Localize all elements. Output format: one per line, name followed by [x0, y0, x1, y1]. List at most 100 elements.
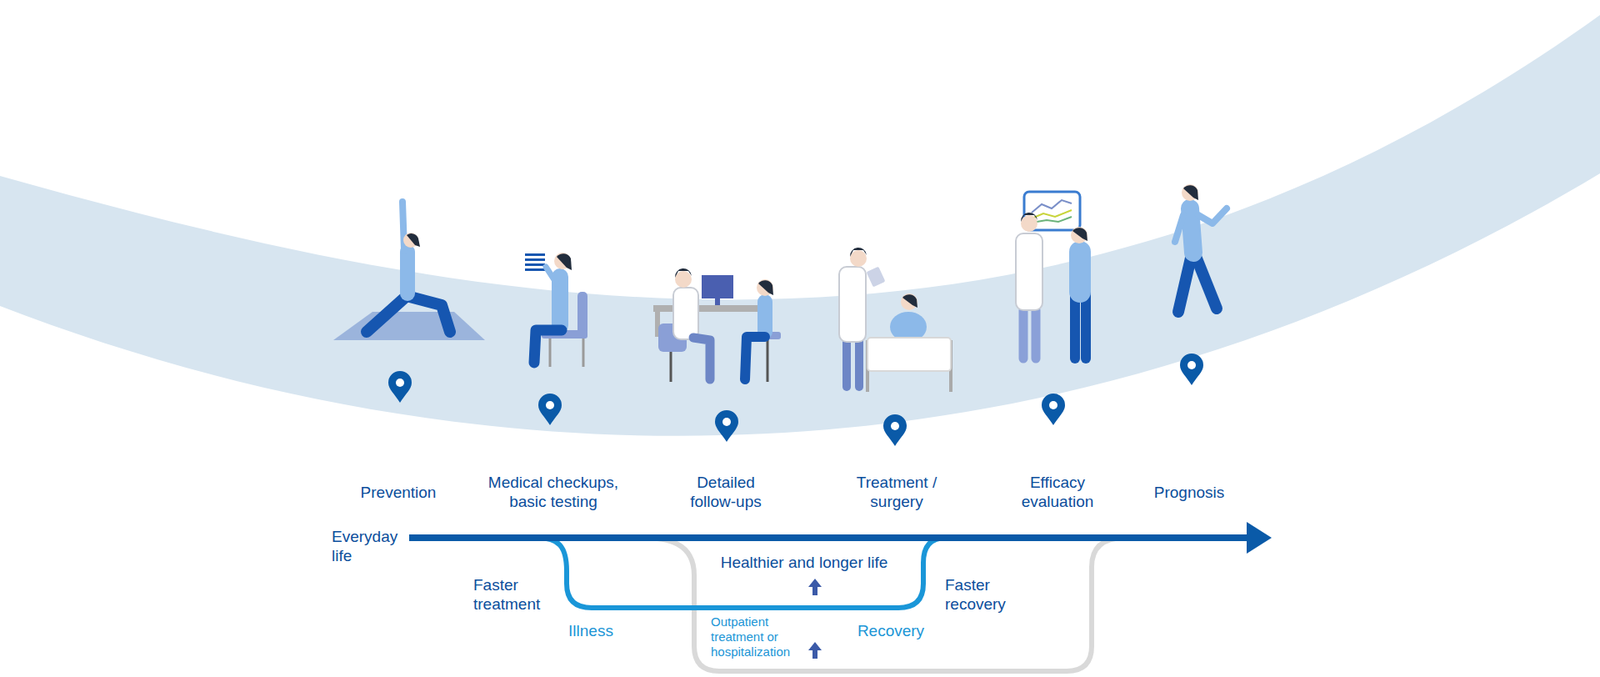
pin-dot — [395, 378, 405, 387]
map-pin — [1041, 393, 1065, 425]
pin-dot — [1187, 360, 1196, 370]
pin-shape — [538, 393, 562, 425]
back-leg — [366, 295, 407, 332]
stage-label: Prognosis — [1126, 483, 1252, 503]
legs — [745, 336, 765, 380]
stage-label: Prevention — [335, 483, 461, 503]
conventional-path — [641, 537, 1125, 671]
doctor-coat — [1015, 233, 1043, 310]
stage-label: Efficacy evaluation — [1011, 473, 1104, 512]
hair — [758, 280, 774, 295]
head — [554, 252, 571, 270]
chart-line — [1031, 210, 1072, 219]
chart-line — [1031, 200, 1072, 213]
arm — [1175, 215, 1184, 242]
bed — [867, 337, 951, 371]
phase-label: Recovery — [845, 621, 937, 641]
pin-dot — [890, 421, 900, 430]
list-icon — [525, 268, 545, 271]
clipboard — [866, 266, 886, 288]
life-arrow-head — [1246, 521, 1272, 554]
benefit-label: Faster recovery — [945, 575, 1029, 615]
list-icon — [525, 253, 545, 256]
arm — [1198, 208, 1227, 224]
monitor-stand — [715, 298, 720, 305]
checkup-figure — [525, 252, 588, 367]
hair — [850, 247, 867, 257]
arm — [545, 266, 557, 284]
doctor-coat — [839, 266, 866, 342]
chair-back — [577, 291, 588, 335]
map-pin — [715, 410, 739, 442]
pin-dot — [1049, 400, 1058, 410]
hair — [1020, 212, 1038, 222]
chair-leg — [582, 338, 585, 367]
head — [675, 270, 692, 288]
faster-path — [537, 537, 946, 608]
doctor-leg — [1031, 310, 1041, 359]
torso — [400, 251, 415, 294]
torso — [757, 301, 773, 332]
head — [1070, 226, 1088, 244]
pin-shape — [883, 414, 907, 446]
hair — [1072, 227, 1088, 241]
phase-label: Outpatient treatment or hospitalization — [710, 614, 805, 660]
map-pin — [538, 393, 562, 425]
head — [850, 250, 867, 267]
map-pin — [883, 414, 907, 446]
stage-label: Medical checkups, basic testing — [480, 473, 627, 512]
doctor-legs — [693, 337, 710, 380]
hair — [406, 233, 420, 247]
stage-label: Detailed follow-ups — [680, 473, 772, 512]
doctor-leg — [855, 337, 864, 387]
consultation-figure — [653, 268, 781, 382]
head — [1020, 215, 1038, 232]
phase-label: Illness — [549, 621, 633, 641]
hair — [902, 294, 918, 308]
stage-label: Treatment / surgery — [846, 473, 947, 512]
treatment-figure — [839, 247, 951, 392]
leg — [1070, 293, 1080, 359]
yoga-mat — [333, 311, 485, 340]
pin-shape — [388, 370, 412, 403]
journey-band — [0, 15, 1600, 436]
leg — [1178, 254, 1192, 312]
yoga-figure — [333, 201, 485, 340]
head — [900, 293, 918, 310]
chair-leg — [670, 351, 673, 382]
chart-line — [1031, 216, 1072, 223]
benefit-label: Faster treatment — [473, 575, 557, 615]
up-arrow — [808, 578, 822, 595]
doctor-leg — [1019, 310, 1029, 359]
legs — [534, 330, 562, 363]
map-pin — [1180, 353, 1204, 385]
evaluation-figure — [1015, 191, 1088, 359]
pin-dot — [545, 400, 555, 410]
desk-top — [653, 305, 767, 312]
path-start-label: Everyday life — [331, 527, 407, 566]
list-icon — [525, 258, 545, 261]
leg — [1195, 254, 1217, 309]
torso — [1190, 208, 1194, 253]
front-leg — [406, 295, 450, 332]
doctor-coat — [673, 287, 699, 340]
pin-shape — [1180, 353, 1204, 385]
torso — [1069, 251, 1091, 292]
up-arrow — [808, 641, 822, 659]
benefit-label: Healthier and longer life — [691, 553, 917, 573]
hair — [675, 268, 692, 278]
pin-dot — [722, 417, 731, 426]
head — [756, 279, 774, 296]
chair-leg — [766, 339, 770, 382]
head — [1181, 184, 1199, 201]
life-arrow-shaft — [409, 534, 1250, 541]
map-pin — [388, 370, 412, 403]
list-icon — [525, 263, 545, 266]
pin-shape — [1041, 393, 1065, 425]
chair-leg — [549, 338, 552, 367]
hair — [556, 253, 572, 270]
doctor-leg — [842, 337, 851, 387]
pin-shape — [715, 410, 739, 442]
